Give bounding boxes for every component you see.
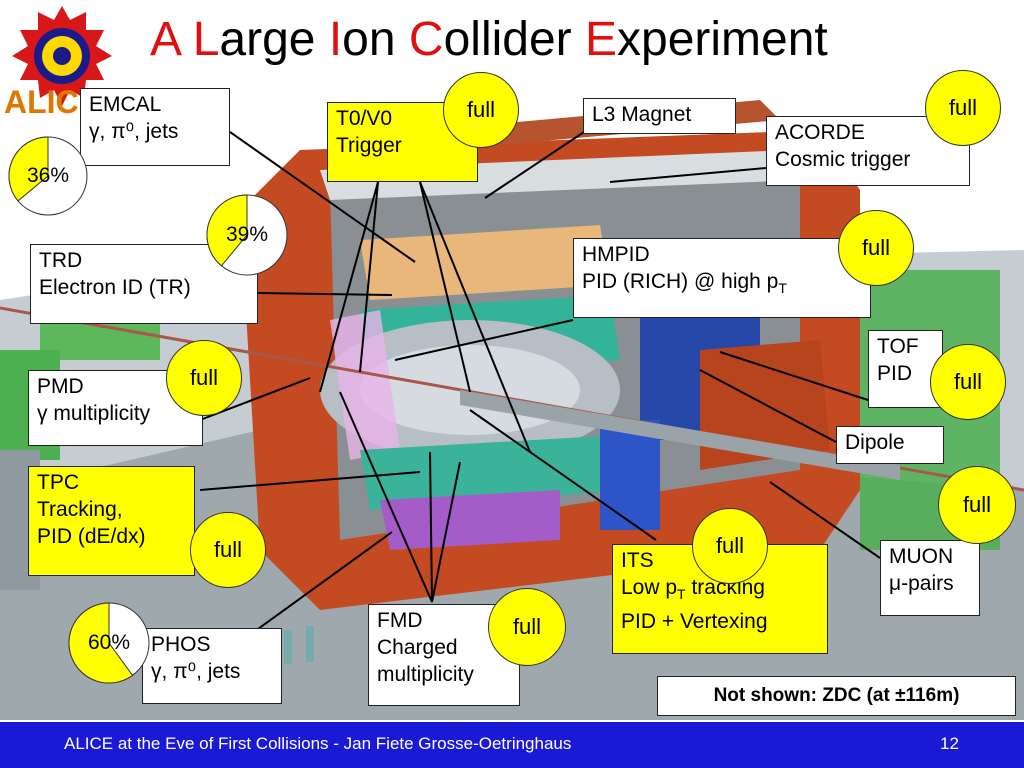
muon-full-badge: full bbox=[938, 466, 1016, 544]
pmd-title: PMD bbox=[37, 375, 84, 398]
its-description-1: Low pT tracking bbox=[621, 574, 819, 608]
l3-magnet-title: L3 Magnet bbox=[592, 103, 692, 126]
t0v0-title: T0/V0 bbox=[336, 107, 393, 130]
title-part: ollider bbox=[443, 13, 585, 66]
dipole-title: Dipole bbox=[845, 431, 905, 454]
pie-percent-label: 60% bbox=[87, 631, 131, 654]
tpc-full-badge: full bbox=[190, 512, 266, 588]
fmd-title: FMD bbox=[377, 609, 423, 632]
slide-title: A Large Ion Collider Experiment bbox=[150, 8, 980, 72]
pie-percent-label: 36% bbox=[26, 164, 70, 187]
emcal-title: EMCAL bbox=[89, 93, 162, 116]
t0v0-full-badge: full bbox=[443, 72, 519, 148]
tpc-title: TPC bbox=[37, 471, 79, 494]
tof-full-badge: full bbox=[930, 344, 1006, 420]
hmpid-label: HMPID PID (RICH) @ high pT bbox=[573, 238, 871, 318]
fmd-description-2: multiplicity bbox=[377, 663, 474, 686]
its-tracking-text: tracking bbox=[685, 576, 765, 599]
pmd-full-badge: full bbox=[166, 340, 242, 416]
title-part: arge bbox=[219, 13, 329, 66]
title-part bbox=[179, 13, 192, 66]
hmpid-description-text: PID (RICH) @ high p bbox=[582, 270, 779, 293]
tpc-description-2: PID (dE/dx) bbox=[37, 525, 146, 548]
its-lowp-text: Low p bbox=[621, 576, 678, 599]
hmpid-full-badge: full bbox=[838, 210, 914, 286]
tof-title: TOF bbox=[877, 335, 919, 358]
its-title: ITS bbox=[621, 549, 654, 572]
title-part: I bbox=[328, 13, 343, 66]
pie-slice bbox=[68, 602, 134, 684]
pointer-lines bbox=[199, 127, 881, 643]
page-number: 12 bbox=[940, 734, 959, 753]
its-description-2: PID + Vertexing bbox=[621, 610, 768, 634]
fmd-full-badge: full bbox=[488, 588, 566, 666]
phos-title: PHOS bbox=[151, 633, 211, 656]
muon-title: MUON bbox=[889, 545, 954, 568]
title-part: L bbox=[192, 13, 220, 66]
acorde-description: Cosmic trigger bbox=[775, 148, 911, 171]
tpc-label: TPC Tracking, PID (dE/dx) bbox=[28, 466, 195, 576]
pie-percent-label: 39% bbox=[225, 223, 269, 246]
hmpid-title: HMPID bbox=[582, 243, 650, 266]
title-part: C bbox=[408, 13, 444, 66]
emcal-coverage-pie: 36% bbox=[8, 136, 88, 216]
hmpid-subscript: T bbox=[778, 280, 787, 297]
phos-description: γ, π⁰, jets bbox=[151, 660, 241, 683]
its-subscript: T bbox=[677, 586, 686, 603]
pie-slice bbox=[8, 136, 49, 202]
trd-coverage-pie: 39% bbox=[206, 194, 288, 276]
title-part: A bbox=[150, 13, 180, 66]
phos-coverage-pie: 60% bbox=[68, 602, 150, 684]
pie-slice bbox=[206, 194, 248, 267]
t0v0-description: Trigger bbox=[336, 134, 402, 157]
fmd-description-1: Charged bbox=[377, 636, 458, 659]
hmpid-description: PID (RICH) @ high pT bbox=[582, 268, 862, 302]
its-full-badge: full bbox=[692, 508, 768, 584]
trd-description: Electron ID (TR) bbox=[39, 276, 191, 299]
tpc-description-1: Tracking, bbox=[37, 498, 123, 521]
title-part: E bbox=[584, 13, 617, 66]
tof-description: PID bbox=[877, 362, 913, 385]
t0v0-label: T0/V0 Trigger bbox=[327, 102, 478, 182]
acorde-title: ACORDE bbox=[775, 121, 865, 144]
muon-label: MUON μ-pairs bbox=[880, 540, 980, 616]
trd-title: TRD bbox=[39, 249, 83, 272]
muon-description: μ-pairs bbox=[889, 572, 954, 595]
title-part: xperiment bbox=[617, 13, 828, 66]
footer-text: ALICE at the Eve of First Collisions - J… bbox=[64, 734, 572, 753]
acorde-full-badge: full bbox=[925, 70, 1001, 146]
phos-label: PHOS γ, π⁰, jets bbox=[142, 628, 282, 704]
emcal-description: γ, π⁰, jets bbox=[89, 120, 179, 143]
l3-magnet-label: L3 Magnet bbox=[583, 98, 736, 134]
title-part: on bbox=[342, 13, 409, 66]
not-shown-note: Not shown: ZDC (at ±116m) bbox=[657, 676, 1016, 716]
pmd-description: γ multiplicity bbox=[37, 402, 151, 425]
emcal-label: EMCAL γ, π⁰, jets bbox=[80, 88, 230, 166]
alice-detector-illustration bbox=[0, 100, 1024, 720]
footer-bar: ALICE at the Eve of First Collisions - J… bbox=[0, 722, 1024, 768]
dipole-label: Dipole bbox=[836, 426, 944, 464]
